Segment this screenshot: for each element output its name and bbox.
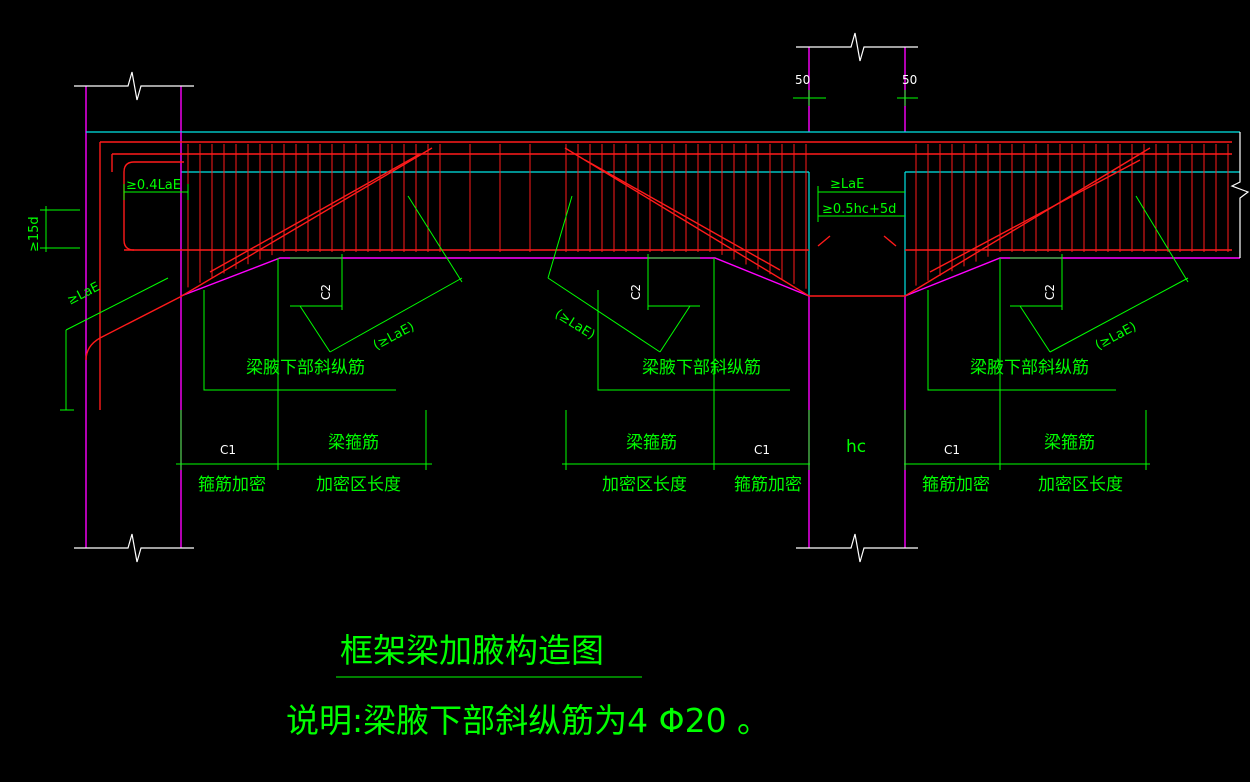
label-15d: ≥15d [27, 216, 42, 252]
longitudinal-rebar [85, 141, 1232, 410]
label-c1-3: C1 [944, 443, 960, 457]
label-04lae: ≥0.4LaE [126, 178, 181, 193]
drawing-note: 说明:梁腋下部斜纵筋为4 Φ20 。 [286, 701, 770, 740]
dim-50-right: 50 [902, 73, 917, 87]
label-dense-length-1: 加密区长度 [316, 475, 401, 495]
label-c2-2: C2 [629, 284, 643, 300]
label-c2-3: C2 [1043, 284, 1057, 300]
label-paren-lae-1: (≥LaE) [371, 319, 417, 353]
annotations [40, 90, 1189, 678]
label-lae-left: ≥LaE [65, 280, 102, 309]
label-paren-lae-3: (≥LaE) [1093, 319, 1139, 353]
label-dense-length-3: 加密区长度 [1038, 475, 1123, 495]
label-stirrup-1: 梁箍筋 [328, 433, 379, 453]
label-05hc: ≥0.5hc+5d [822, 202, 896, 217]
label-lae-column: ≥LaE [830, 177, 864, 192]
label-stirrup-dense-3: 箍筋加密 [922, 475, 990, 495]
label-haunch-bar-3: 梁腋下部斜纵筋 [970, 358, 1089, 378]
label-paren-lae-2: (≥LaE) [552, 307, 598, 343]
stirrups [187, 144, 1229, 289]
middle-column [796, 32, 918, 563]
drawing-title: 框架梁加腋构造图 [340, 631, 604, 670]
label-haunch-bar-1: 梁腋下部斜纵筋 [246, 358, 365, 378]
label-stirrup-dense-1: 箍筋加密 [198, 475, 266, 495]
label-hc: hc [846, 437, 866, 457]
dim-50-left: 50 [795, 73, 810, 87]
title-block: 框架梁加腋构造图 说明:梁腋下部斜纵筋为4 Φ20 。 [286, 631, 770, 740]
beam-outline [86, 131, 1250, 297]
label-c2-1: C2 [319, 284, 333, 300]
label-haunch-bar-2: 梁腋下部斜纵筋 [642, 358, 761, 378]
label-stirrup-dense-2: 箍筋加密 [734, 475, 802, 495]
label-c1-1: C1 [220, 443, 236, 457]
label-dense-length-2: 加密区长度 [602, 475, 687, 495]
label-c1-2: C1 [754, 443, 770, 457]
label-stirrup-3: 梁箍筋 [1044, 433, 1095, 453]
label-stirrup-2: 梁箍筋 [626, 433, 677, 453]
dimension-text: 50 50 ≥0.4LaE ≥15d ≥LaE ≥LaE ≥0.5hc+5d C… [27, 73, 1139, 495]
